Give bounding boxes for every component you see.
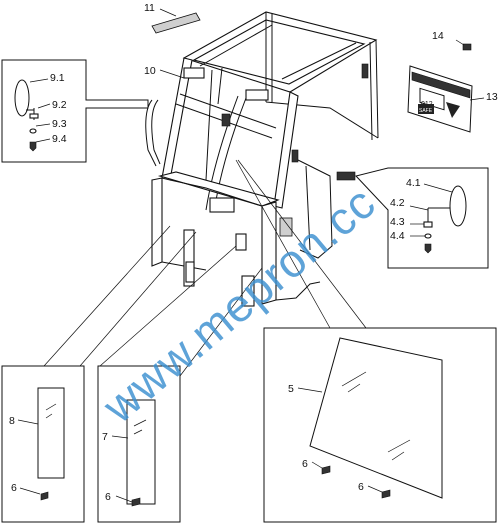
callout-4-4: 4.4 [390, 230, 405, 242]
callout-4-3: 4.3 [390, 216, 405, 228]
callout-6-c: 6 [302, 458, 308, 470]
callout-6-d: 6 [358, 481, 364, 493]
cab-frame [145, 11, 379, 307]
callout-7: 7 [102, 431, 108, 443]
callout-6-a: 6 [11, 482, 17, 494]
callout-6-b: 6 [105, 491, 111, 503]
callout-14: 14 [432, 30, 444, 42]
decal-badge: SAFE [419, 108, 433, 114]
part-11-strip [151, 12, 201, 34]
callout-9-2: 9.2 [52, 99, 67, 111]
part-14-bolt [455, 39, 472, 51]
callout-9-3: 9.3 [52, 118, 67, 130]
mirror-right-detail [355, 167, 489, 269]
glass-7-detail [97, 365, 181, 523]
mirror-left-detail [1, 59, 149, 163]
callout-11: 11 [144, 2, 155, 14]
callout-4-2: 4.2 [390, 197, 405, 209]
callout-9-1: 9.1 [50, 72, 65, 84]
callout-5: 5 [288, 383, 294, 395]
callout-8: 8 [9, 415, 15, 427]
callout-13: 13 [486, 91, 498, 103]
callout-9-4: 9.4 [52, 133, 67, 145]
glass-5-detail [263, 327, 497, 523]
leader-lines [43, 159, 367, 377]
glass-8-detail [1, 365, 85, 523]
callout-4-1: 4.1 [406, 177, 421, 189]
part-13-decal: 012 SAFE [407, 65, 473, 133]
callout-10: 10 [144, 65, 156, 77]
